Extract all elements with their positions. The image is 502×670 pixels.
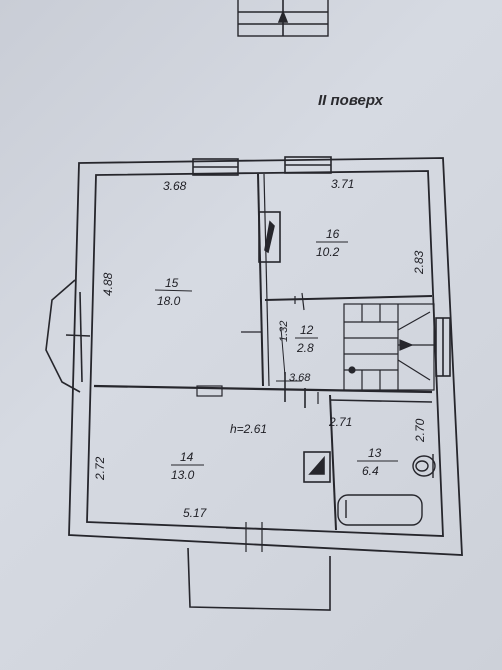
ceiling-height: h=2.61 xyxy=(230,422,267,436)
dim-corridor-height: 1.32 xyxy=(278,321,290,342)
stair-fragment xyxy=(237,0,329,37)
dim-bottom-width: 5.17 xyxy=(183,506,208,520)
floor-title: II поверх xyxy=(318,92,383,109)
window-right xyxy=(435,317,451,377)
room-12-number: 12 xyxy=(300,323,314,337)
chimney-lower xyxy=(303,451,331,483)
balcony xyxy=(187,547,331,611)
bay-window xyxy=(45,279,91,393)
room-15-number: 15 xyxy=(165,276,179,290)
window-top-right xyxy=(284,156,332,174)
toilet xyxy=(412,454,436,478)
staircase xyxy=(343,303,435,391)
room-14-number: 14 xyxy=(180,450,194,464)
door-marks xyxy=(196,296,319,552)
room-13-area: 6.4 xyxy=(362,464,379,478)
room-16-area: 10.2 xyxy=(316,245,340,259)
interior-walls xyxy=(93,173,433,531)
dim-top-right-width: 3.71 xyxy=(331,177,354,191)
dim-left-height-upper: 4.88 xyxy=(101,272,115,296)
room-14-area: 13.0 xyxy=(171,468,195,482)
dim-left-height-lower: 2.72 xyxy=(93,456,107,481)
dim-top-left-width: 3.68 xyxy=(163,179,187,193)
bathtub xyxy=(337,494,423,526)
room-12-area: 2.8 xyxy=(296,341,314,355)
dim-bath-width: 2.71 xyxy=(328,415,352,429)
room-15-area: 18.0 xyxy=(157,294,181,308)
window-top-left xyxy=(192,158,239,176)
dim-bath-height: 2.70 xyxy=(413,418,427,443)
room-13-number: 13 xyxy=(368,446,382,460)
dim-corridor-width: 3.68 xyxy=(289,372,311,384)
room-16-number: 16 xyxy=(326,227,340,241)
dim-right-height-upper: 2.83 xyxy=(412,250,426,275)
chimney-upper xyxy=(258,211,281,263)
